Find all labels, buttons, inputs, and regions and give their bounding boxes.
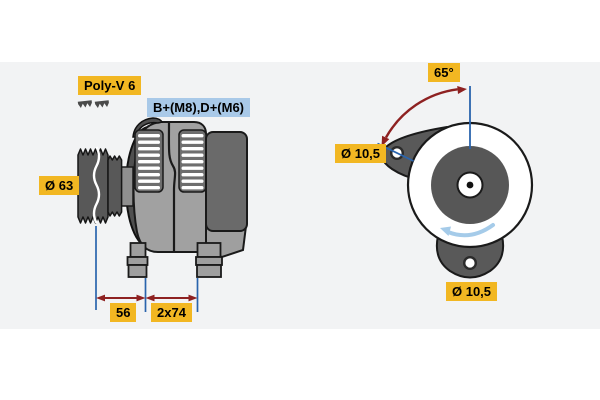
extension-lines — [95, 226, 199, 312]
pulley-diameter-label: Ø 63 — [39, 176, 80, 195]
shaft-center — [466, 181, 474, 189]
dimension-arrows — [96, 294, 198, 302]
lower-lug-hole — [463, 256, 478, 271]
rear-vent-slots — [178, 129, 207, 193]
belt-type-label: Poly-V 6 — [78, 76, 142, 95]
mounting-feet — [126, 242, 223, 278]
upper-hole-diameter-label: Ø 10,5 — [335, 144, 387, 163]
front-view — [377, 86, 534, 279]
lower-hole-diameter-label: Ø 10,5 — [446, 282, 498, 301]
side-view — [77, 100, 248, 312]
rotation-arrow-icon — [440, 223, 495, 238]
pulley-break-line — [92, 146, 101, 224]
housing-seam — [167, 121, 177, 252]
dimension-56-label: 56 — [110, 303, 137, 322]
terminals-label: B+(M8),D+(M6) — [147, 98, 251, 117]
rear-cover — [205, 131, 248, 232]
dimension-2x74-label: 2x74 — [151, 303, 192, 322]
mount-angle-label: 65° — [428, 63, 460, 82]
belt-profile-icon — [77, 100, 109, 108]
pulley — [77, 148, 123, 224]
front-vent-slots — [134, 129, 164, 193]
